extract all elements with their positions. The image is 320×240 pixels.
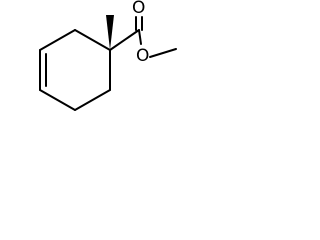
wedge-bond-methyl (106, 15, 114, 50)
molecular-structure: O O (39, 0, 177, 111)
ring-bond-2 (39, 29, 76, 51)
ring-bond-5 (74, 89, 111, 111)
atom-label-ester-oxygen: O (136, 46, 149, 66)
methoxy-bond (149, 48, 177, 58)
ester-carbon-bond (109, 29, 140, 51)
ring-bond-4 (39, 89, 76, 111)
atom-label-carbonyl-oxygen: O (132, 0, 145, 18)
ester-oxygen-bond (138, 29, 142, 45)
ring-bond-1 (74, 29, 111, 51)
ring (39, 29, 111, 111)
